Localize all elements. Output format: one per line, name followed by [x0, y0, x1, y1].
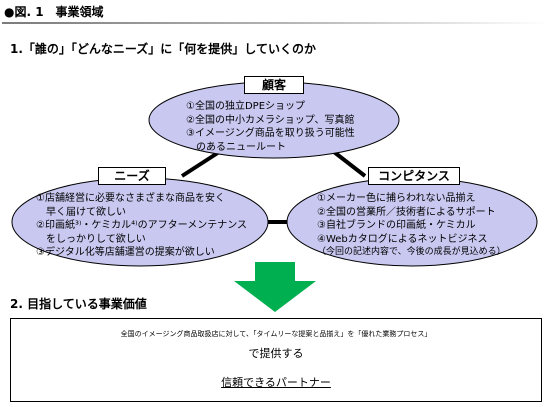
section1-heading: 1.「誰の」「どんなニーズ」に「何を提供」していくのか [10, 42, 316, 56]
business-value-box: 全国のイメージング商品取扱店に対して、「タイムリーな提案と品揃え」を「優れた業務… [10, 318, 542, 402]
competence-item: （今回の記述内容で、今後の成長が見込める） [317, 247, 506, 257]
customers-item: ②全国の中小カメラショップ、写真館 [186, 114, 355, 126]
customers-item-list: ①全国の独立DPEショップ ②全国の中小カメラショップ、写真館 ③イメージング商… [186, 100, 355, 154]
needs-item: ①店舗経営に必要なさまざまな商品を安く [36, 193, 225, 204]
value-statement-line: 全国のイメージング商品取扱店に対して、「タイムリーな提案と品揃え」を「優れた業務… [120, 330, 432, 338]
competence-item: ④Webカタログによるネットビジネス [317, 233, 488, 245]
customers-label: 顧客 [244, 76, 304, 94]
needs-item: ③デジタル化等店舗運営の提案が欲しい [36, 247, 215, 258]
trusted-partner-text: 信頼できるパートナー [221, 376, 331, 389]
competence-item: ③自社ブランドの印画紙・ケミカル [317, 220, 476, 231]
down-arrow [234, 262, 316, 312]
customers-item: ①全国の独立DPEショップ [186, 101, 306, 112]
competence-label: コンピタンス [368, 167, 460, 185]
section2-heading: 2. 目指している事業価値 [10, 297, 147, 311]
needs-item-list: ①店舗経営に必要なさまざまな商品を安く 早く届けて欲しい ②印画紙³⁾・ケミカル… [36, 192, 247, 260]
needs-item: 早く届けて欲しい [36, 206, 126, 218]
competence-item-list: ①メーカー色に捕らわれない品揃え ②全国の営業所／技術者によるサポート ③自社ブ… [317, 192, 506, 260]
competence-item: ②全国の営業所／技術者によるサポート [317, 206, 496, 218]
customers-item: のあるニュールート [186, 141, 286, 153]
competence-item: ①メーカー色に捕らわれない品揃え [317, 193, 476, 204]
needs-item: をしっかりして欲しい [36, 233, 146, 245]
customers-item: ③イメージング商品を取り扱う可能性 [186, 128, 355, 139]
figure-title: ●図. 1 事業領域 [4, 5, 104, 19]
value-statement-line: で提供する [248, 347, 304, 360]
needs-label: ニーズ [98, 167, 166, 185]
header-rule [2, 22, 548, 24]
needs-item: ②印画紙³⁾・ケミカル⁴⁾のアフターメンテナンス [36, 220, 247, 231]
